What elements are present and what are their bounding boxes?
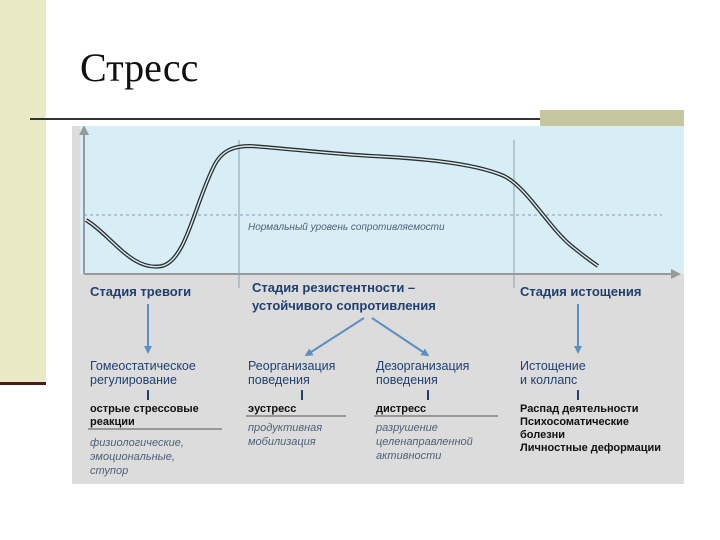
left-decor-band: [0, 0, 46, 384]
stage-resistance-line1: Стадия резистентности –: [252, 280, 415, 295]
outcome-homeostatic-line2: регулирование: [90, 373, 177, 387]
slide-title: Стресс: [80, 45, 199, 90]
outcome-collapse-line1: Истощение: [520, 359, 586, 373]
detail-distress: дистресс: [376, 403, 426, 415]
stress-curve-inner: [85, 145, 599, 268]
detail-acute-sub2: эмоциональные,: [90, 451, 175, 463]
plot-area: [80, 126, 684, 274]
outcome-disorganization-line2: поведения: [376, 373, 438, 387]
detail-acute-line1: острые стрессовые: [90, 403, 199, 415]
detail-distress-sub1: разрушение: [375, 422, 438, 434]
detail-eustress: эустресс: [248, 403, 296, 415]
outcome-reorganization-line1: Реорганизация: [248, 359, 335, 373]
detail-distress-sub3: активности: [376, 450, 441, 462]
detail-exhaustion-item2: Психосоматические: [520, 416, 629, 428]
accent-block: [540, 110, 684, 126]
arrow-reorganization: [304, 317, 365, 357]
outcome-reorganization-line2: поведения: [248, 373, 310, 387]
left-decor-underline: [0, 382, 46, 385]
stage-alarm: Стадия тревоги: [90, 284, 191, 299]
detail-exhaustion-item3: болезни: [520, 429, 565, 441]
outcome-disorganization-line1: Дезорганизация: [376, 359, 469, 373]
outcome-homeostatic-line1: Гомеостатическое: [90, 359, 196, 373]
detail-acute-line2: реакции: [90, 416, 135, 428]
arrow-disorganization: [371, 317, 430, 357]
detail-exhaustion-item4: Личностные деформации: [520, 442, 661, 454]
stage-resistance-line2: устойчивого сопротивления: [252, 298, 436, 313]
title-rule: [30, 118, 684, 120]
outcome-collapse-line2: и коллапс: [520, 373, 577, 387]
stress-diagram: Нормальный уровень сопротивляемости Стад…: [72, 126, 684, 484]
detail-distress-sub2: целенаправленной: [376, 436, 473, 448]
detail-eustress-sub2: мобилизация: [248, 436, 316, 448]
detail-acute-sub3: ступор: [90, 465, 128, 477]
detail-acute-sub1: физиологические,: [90, 437, 184, 449]
detail-exhaustion-item1: Распад деятельности: [520, 403, 639, 415]
detail-eustress-sub1: продуктивная: [248, 422, 322, 434]
stage-exhaustion: Стадия истощения: [520, 284, 641, 299]
normal-level-label: Нормальный уровень сопротивляемости: [248, 222, 445, 233]
